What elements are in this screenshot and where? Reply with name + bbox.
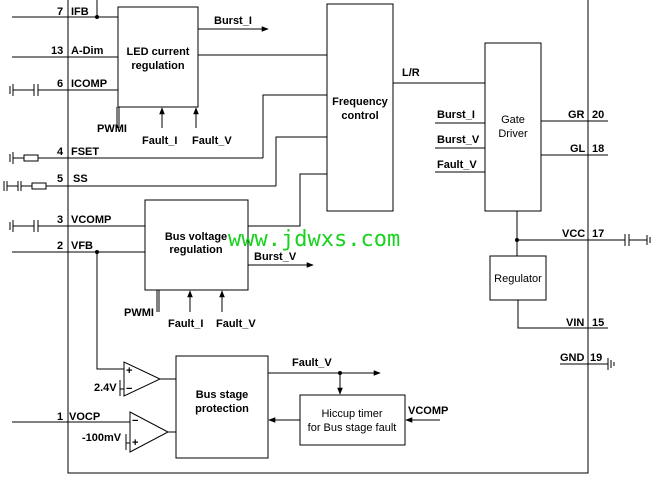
hiccup-label-1: Hiccup timer bbox=[321, 408, 382, 420]
led-fault-i-label: Fault_I bbox=[142, 135, 177, 147]
watermark: www.jdwxs.com bbox=[228, 227, 400, 252]
regulator-block: Regulator bbox=[489, 255, 547, 301]
pin-gr-name: GR bbox=[568, 109, 585, 121]
icomp-capacitor-symbol bbox=[9, 84, 39, 96]
led-pwmi-label: PWMI bbox=[97, 123, 127, 135]
bus-stage-protection-block: Bus stage protection bbox=[175, 355, 269, 459]
pin-adim-number: 13 bbox=[51, 45, 63, 57]
pin-vfb-name: VFB bbox=[71, 240, 93, 252]
pin-ss-name: SS bbox=[73, 173, 88, 185]
busv-fault-v-label: Fault_V bbox=[216, 318, 256, 330]
hiccup-vcomp-label: VCOMP bbox=[408, 405, 448, 417]
led-current-regulation-block: LED current regulation bbox=[117, 6, 199, 108]
pin-fset-name: FSET bbox=[71, 146, 99, 158]
ref-2v4-label: 2.4V bbox=[94, 382, 117, 394]
pin-vcomp-number: 3 bbox=[57, 214, 63, 226]
pin-ifb-number: 7 bbox=[57, 6, 63, 18]
burst-v-output-label: Burst_V bbox=[254, 251, 297, 263]
comparator-1-plus: + bbox=[126, 365, 132, 377]
ref-100mv-label: -100mV bbox=[82, 432, 122, 444]
pin-vin-name: VIN bbox=[566, 317, 584, 329]
busprot-label-1: Bus stage bbox=[196, 389, 249, 401]
burst-i-output-label: Burst_I bbox=[214, 15, 252, 27]
led-block-label-1: LED current bbox=[127, 46, 190, 58]
frequency-control-block: Frequency control bbox=[326, 3, 394, 212]
hiccup-label-2: for Bus stage fault bbox=[308, 422, 397, 434]
pin-ss-number: 5 bbox=[57, 173, 63, 185]
gate-burst-i-label: Burst_I bbox=[437, 109, 475, 121]
pin-gr-number: 20 bbox=[592, 109, 604, 121]
fset-resistor-symbol bbox=[9, 152, 39, 164]
ss-rc-symbol bbox=[3, 181, 47, 191]
comparator-2-plus: + bbox=[132, 437, 138, 449]
busv-pwmi-label: PWMI bbox=[124, 307, 154, 319]
pin-ifb-name: IFB bbox=[71, 6, 89, 18]
lr-signal-label: L/R bbox=[402, 67, 420, 79]
vcc-capacitor-symbol bbox=[624, 234, 651, 246]
regulator-label: Regulator bbox=[494, 273, 542, 285]
pin-fset-number: 4 bbox=[57, 146, 64, 158]
gate-block-label-1: Gate bbox=[501, 114, 525, 126]
busv-block-label-2: regulation bbox=[169, 244, 222, 256]
pin-vcc-number: 17 bbox=[592, 228, 604, 240]
pin-vcomp-name: VCOMP bbox=[71, 214, 111, 226]
pin-icomp-name: ICOMP bbox=[71, 78, 107, 90]
pin-gl-number: 18 bbox=[592, 143, 604, 155]
busv-fault-i-label: Fault_I bbox=[168, 318, 203, 330]
comparator-100mv: − + bbox=[129, 411, 170, 453]
pin-vfb-number: 2 bbox=[57, 240, 63, 252]
pin-adim-name: A-Dim bbox=[71, 45, 104, 57]
pin-vocp-name: VOCP bbox=[69, 411, 100, 423]
freq-block-label-1: Frequency bbox=[332, 96, 389, 108]
pin-gl-name: GL bbox=[570, 143, 586, 155]
gate-driver-block: Gate Driver bbox=[484, 42, 542, 212]
pin-vin-number: 15 bbox=[592, 317, 604, 329]
pin-vocp-number: 1 bbox=[57, 411, 63, 423]
pin-vcc-name: VCC bbox=[562, 228, 585, 240]
comparator-1-minus: − bbox=[126, 383, 132, 395]
comparator-2-minus: − bbox=[132, 415, 138, 427]
gate-fault-v-label: Fault_V bbox=[437, 159, 477, 171]
gate-burst-v-label: Burst_V bbox=[437, 134, 480, 146]
led-block-label-2: regulation bbox=[131, 60, 184, 72]
busv-block-label-1: Bus voltage bbox=[165, 231, 227, 243]
pin-icomp-number: 6 bbox=[57, 78, 63, 90]
bus-voltage-regulation-block: Bus voltage regulation bbox=[144, 199, 249, 291]
comparator-2v4: + − bbox=[123, 361, 162, 397]
protection-fault-v-label: Fault_V bbox=[292, 357, 332, 369]
pin-gnd-name: GND bbox=[560, 352, 585, 364]
hiccup-timer-block: Hiccup timer for Bus stage fault bbox=[299, 394, 406, 446]
pin-gnd-number: 19 bbox=[590, 352, 602, 364]
led-fault-v-label: Fault_V bbox=[192, 135, 232, 147]
freq-block-label-2: control bbox=[341, 110, 378, 122]
gnd-symbol bbox=[607, 358, 615, 370]
vcomp-capacitor-symbol bbox=[9, 220, 39, 232]
ic-outline bbox=[67, 0, 589, 474]
busprot-label-2: protection bbox=[195, 403, 249, 415]
gate-block-label-2: Driver bbox=[498, 128, 528, 140]
